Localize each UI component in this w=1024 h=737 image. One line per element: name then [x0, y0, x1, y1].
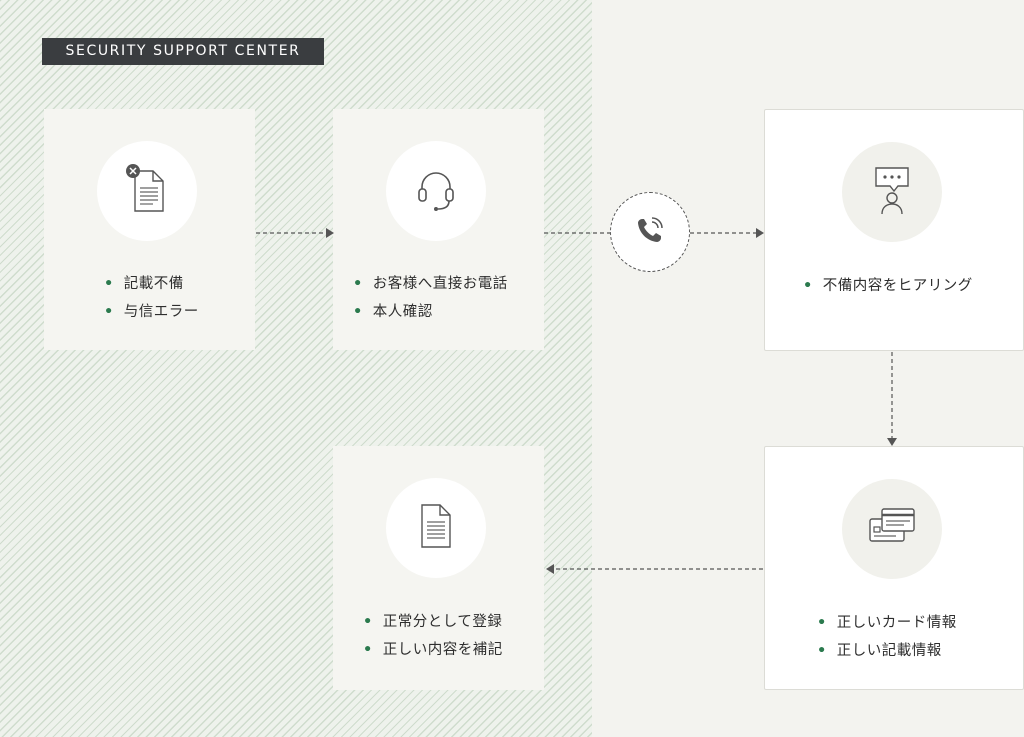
icon-circle: [386, 478, 486, 578]
chat-person-icon: [868, 164, 916, 220]
support-center-title: SECURITY SUPPORT CENTER: [42, 38, 324, 65]
icon-circle: [842, 142, 942, 242]
icon-circle: [386, 141, 486, 241]
arrowhead: [546, 564, 554, 574]
phone-icon: [633, 213, 667, 251]
list-item: •正しい記載情報: [817, 643, 942, 659]
document-error-icon: [123, 163, 171, 219]
list-item: •お客様へ直接お電話: [353, 276, 508, 292]
icon-circle: [97, 141, 197, 241]
step-items: •不備内容をヒアリング: [803, 272, 973, 300]
list-item: •本人確認: [353, 304, 433, 320]
credit-card-icon: [866, 505, 918, 553]
step-items: •お客様へ直接お電話 •本人確認: [353, 270, 508, 326]
arrowhead: [756, 228, 764, 238]
step-items: •正しいカード情報 •正しい記載情報: [817, 609, 957, 665]
step-card-error: •記載不備 •与信エラー: [44, 109, 255, 350]
list-item: •正しいカード情報: [817, 615, 957, 631]
step-items: •記載不備 •与信エラー: [104, 270, 199, 326]
document-icon: [414, 501, 458, 555]
list-item: •正しい内容を補記: [363, 642, 503, 658]
arrowhead: [887, 438, 897, 446]
list-item: •不備内容をヒアリング: [803, 278, 973, 294]
step-card-call: •お客様へ直接お電話 •本人確認: [333, 109, 544, 350]
step-card-hearing: •不備内容をヒアリング: [764, 109, 1024, 351]
list-item: •記載不備: [104, 276, 184, 292]
step-card-correct-info: •正しいカード情報 •正しい記載情報: [764, 446, 1024, 690]
step-card-register: •正常分として登録 •正しい内容を補記: [333, 446, 544, 690]
arrowhead: [326, 228, 334, 238]
step-items: •正常分として登録 •正しい内容を補記: [363, 608, 503, 664]
list-item: •正常分として登録: [363, 614, 503, 630]
icon-circle: [842, 479, 942, 579]
list-item: •与信エラー: [104, 304, 199, 320]
phone-connector: [610, 192, 690, 272]
headset-icon: [412, 165, 460, 217]
